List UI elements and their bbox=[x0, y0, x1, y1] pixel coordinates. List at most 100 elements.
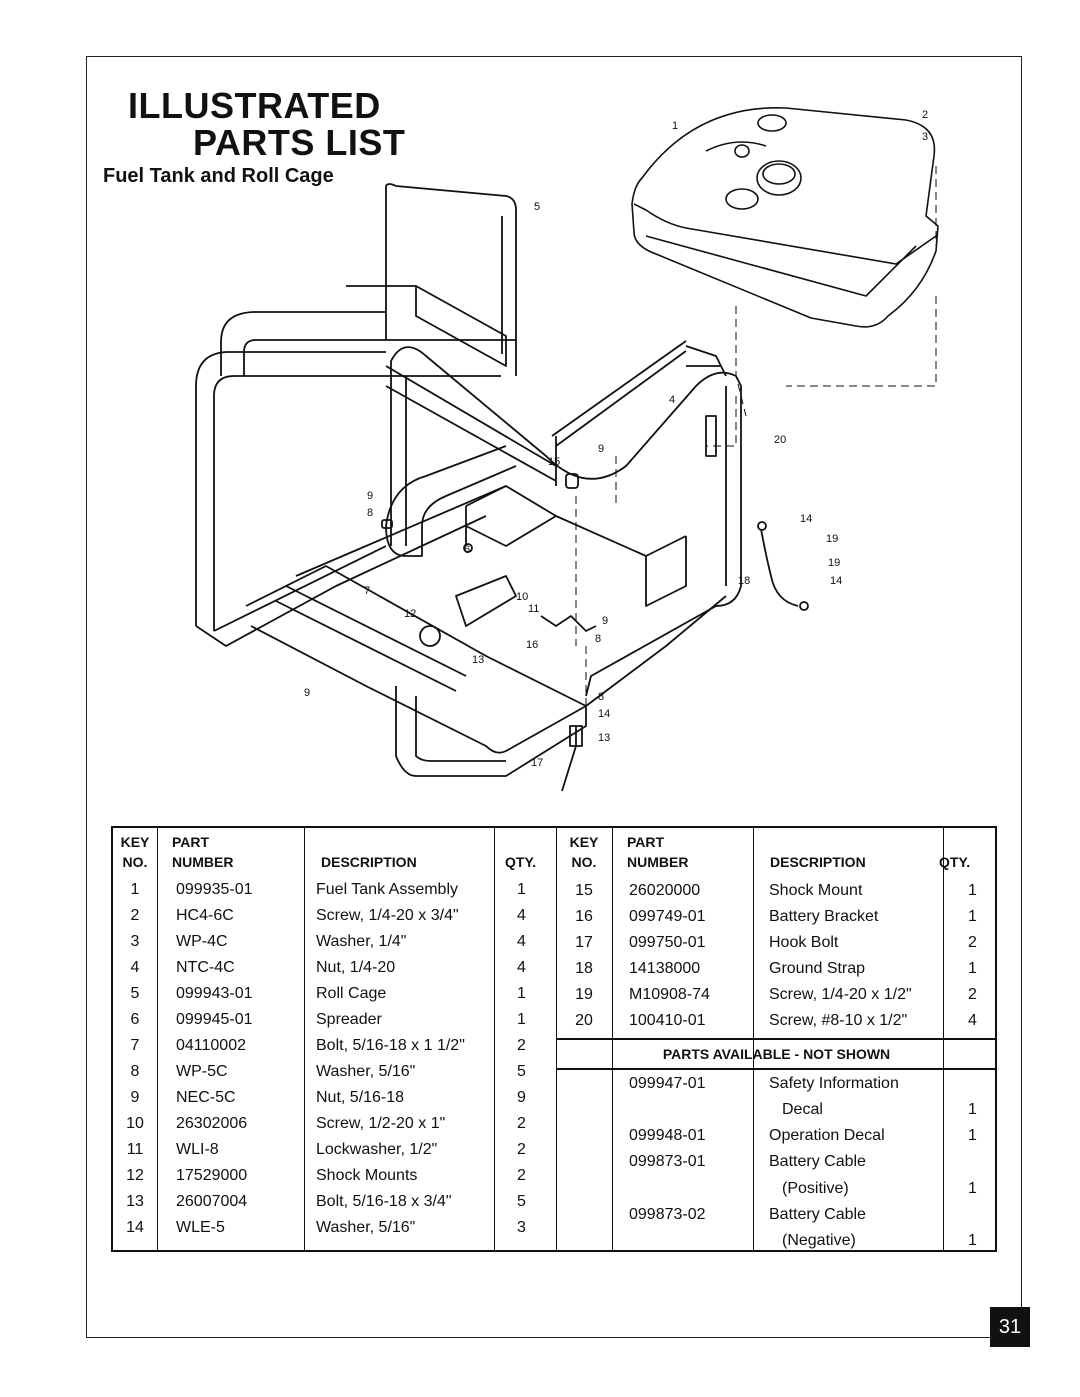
row-desc: Ground Strap bbox=[769, 960, 866, 977]
callout-13b: 13 bbox=[598, 732, 610, 744]
row-key: 1 bbox=[130, 881, 140, 898]
header-key-right: KEY bbox=[569, 834, 599, 850]
callout-14b: 14 bbox=[830, 575, 842, 587]
row-key: 6 bbox=[130, 1011, 140, 1028]
page-number: 31 bbox=[990, 1307, 1030, 1347]
row-desc: Hook Bolt bbox=[769, 934, 839, 951]
row-qty: 1 bbox=[968, 908, 977, 925]
page-frame bbox=[86, 56, 1022, 1338]
row-desc: Screw, 1/4-20 x 1/2" bbox=[769, 986, 912, 1003]
row-key: 7 bbox=[130, 1037, 140, 1054]
row-qty: 1 bbox=[517, 1011, 526, 1028]
header-description-right: DESCRIPTION bbox=[770, 854, 866, 870]
callout-10: 10 bbox=[516, 591, 528, 603]
row-desc: Screw, 1/4-20 x 3/4" bbox=[316, 907, 459, 924]
row-qty: 1 bbox=[968, 882, 977, 899]
header-no: NO. bbox=[122, 854, 148, 870]
callout-13a: 13 bbox=[472, 654, 484, 666]
callout-2: 2 bbox=[922, 109, 928, 121]
row-qty: 2 bbox=[517, 1141, 526, 1158]
row-part: NEC-5C bbox=[176, 1089, 236, 1106]
row-desc: Screw, #8-10 x 1/2" bbox=[769, 1012, 908, 1029]
row-part: 099873-02 bbox=[629, 1206, 706, 1223]
row-part: WLI-8 bbox=[176, 1141, 219, 1158]
row-part: HC4-6C bbox=[176, 907, 234, 924]
row-part: 26020000 bbox=[629, 882, 701, 899]
callout-8b: 8 bbox=[595, 633, 601, 645]
row-key: 4 bbox=[130, 959, 140, 976]
row-qty: 2 bbox=[968, 934, 977, 951]
row-key: 3 bbox=[130, 933, 140, 950]
callout-7: 7 bbox=[364, 585, 370, 597]
row-part: 099935-01 bbox=[176, 881, 253, 898]
callout-9b: 9 bbox=[598, 443, 604, 455]
row-desc-cont: (Negative) bbox=[782, 1232, 856, 1249]
callout-1: 1 bbox=[672, 120, 678, 132]
row-desc: Nut, 1/4-20 bbox=[316, 959, 396, 976]
row-desc-cont: Decal bbox=[782, 1101, 823, 1118]
row-qty: 5 bbox=[517, 1193, 526, 1210]
header-no-right: NO. bbox=[571, 854, 597, 870]
row-qty: 1 bbox=[968, 1180, 977, 1197]
row-qty: 9 bbox=[517, 1089, 526, 1106]
row-qty: 2 bbox=[968, 986, 977, 1003]
row-key: 12 bbox=[126, 1167, 144, 1184]
row-part: 099873-01 bbox=[629, 1153, 706, 1170]
callout-14c: 14 bbox=[598, 708, 610, 720]
callout-11: 11 bbox=[528, 603, 539, 615]
row-part: WLE-5 bbox=[176, 1219, 225, 1236]
row-desc: Washer, 1/4" bbox=[316, 933, 407, 950]
row-qty: 4 bbox=[968, 1012, 977, 1029]
callout-5: 5 bbox=[534, 201, 540, 213]
row-part: M10908-74 bbox=[629, 986, 710, 1003]
callout-14a: 14 bbox=[800, 513, 812, 525]
row-qty: 3 bbox=[517, 1219, 526, 1236]
row-part: 099943-01 bbox=[176, 985, 253, 1002]
row-desc: Bolt, 5/16-18 x 1 1/2" bbox=[316, 1037, 465, 1054]
row-key: 15 bbox=[575, 882, 593, 899]
row-desc: Nut, 5/16-18 bbox=[316, 1089, 405, 1106]
row-desc: Shock Mounts bbox=[316, 1167, 418, 1184]
row-desc: Washer, 5/16" bbox=[316, 1219, 416, 1236]
row-part: 099947-01 bbox=[629, 1075, 706, 1092]
callout-8c: 8 bbox=[598, 691, 604, 703]
row-part: WP-4C bbox=[176, 933, 228, 950]
row-key: 20 bbox=[575, 1012, 593, 1029]
row-desc: Battery Cable bbox=[769, 1153, 866, 1170]
row-qty: 1 bbox=[968, 960, 977, 977]
roll-cage-drawing bbox=[195, 183, 809, 792]
row-qty: 4 bbox=[517, 933, 526, 950]
row-qty: 1 bbox=[968, 1232, 977, 1249]
callout-6: 6 bbox=[464, 544, 470, 556]
row-key: 19 bbox=[575, 986, 593, 1003]
page-title-line1: ILLUSTRATED bbox=[128, 85, 381, 126]
row-desc: Screw, 1/2-20 x 1" bbox=[316, 1115, 446, 1132]
parts-table: KEY NO. PART NUMBER DESCRIPTION QTY. KEY… bbox=[111, 826, 997, 1252]
callout-9a: 9 bbox=[367, 490, 373, 502]
row-desc-cont: (Positive) bbox=[782, 1180, 849, 1197]
row-desc: Operation Decal bbox=[769, 1127, 885, 1144]
row-desc: Battery Cable bbox=[769, 1206, 866, 1223]
diagram-callouts: 1 2 3 4 5 6 7 8 8 8 9 9 9 9 10 11 12 13 … bbox=[304, 109, 928, 769]
callout-12: 12 bbox=[404, 608, 416, 620]
row-key: 5 bbox=[130, 985, 140, 1002]
callout-18: 18 bbox=[738, 575, 750, 587]
header-number: NUMBER bbox=[172, 854, 234, 870]
row-key: 16 bbox=[575, 908, 593, 925]
fuel-tank-drawing bbox=[631, 107, 939, 328]
row-part: 100410-01 bbox=[629, 1012, 706, 1029]
callout-19b: 19 bbox=[828, 557, 840, 569]
callout-16: 16 bbox=[526, 639, 538, 651]
row-part: 26302006 bbox=[176, 1115, 248, 1132]
callout-19a: 19 bbox=[826, 533, 838, 545]
row-desc: Shock Mount bbox=[769, 882, 863, 899]
header-key: KEY bbox=[120, 834, 150, 850]
row-part: 099749-01 bbox=[629, 908, 706, 925]
row-part: NTC-4C bbox=[176, 959, 235, 976]
header-part: PART bbox=[172, 834, 210, 850]
row-part: 099945-01 bbox=[176, 1011, 253, 1028]
row-desc: Battery Bracket bbox=[769, 908, 879, 925]
row-qty: 5 bbox=[517, 1063, 526, 1080]
row-part: 17529000 bbox=[176, 1167, 248, 1184]
not-shown-heading: PARTS AVAILABLE - NOT SHOWN bbox=[556, 1038, 997, 1070]
